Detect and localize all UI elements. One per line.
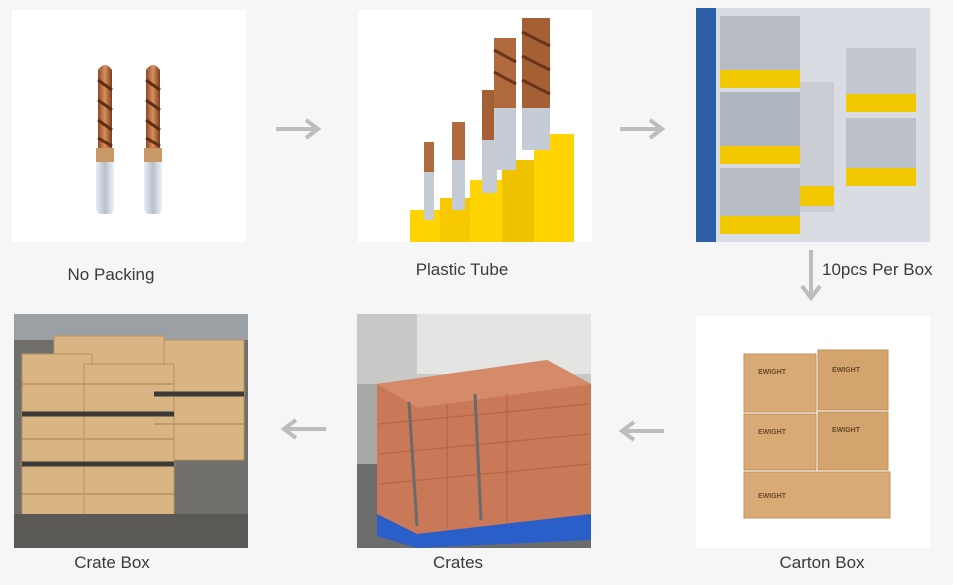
arrow-right-icon [276, 118, 326, 140]
arrow-right-icon [620, 118, 670, 140]
stacked-carton-boxes: EWIGHT EWIGHT EWIGHT EWIGHT EWIGHT [696, 316, 930, 548]
bits-in-yellow-tubes [358, 10, 592, 242]
step-label-carton-box: Carton Box [779, 553, 865, 572]
step-label-crate-box: Crate Box [74, 553, 150, 572]
carton-brand-text: EWIGHT [758, 429, 787, 436]
carton-brand-text: EWIGHT [832, 367, 861, 374]
carton-brand-text: EWIGHT [758, 369, 787, 376]
crate-box-image [14, 314, 248, 548]
end-mill-drill-bits [12, 10, 246, 242]
step-label-no-packing: No Packing [67, 265, 155, 284]
no-packing-image [12, 10, 246, 242]
arrow-down-icon [800, 250, 822, 306]
plastic-tube-image [358, 10, 592, 242]
carton-brand-text: EWIGHT [758, 493, 787, 500]
step-label-plastic-tube: Plastic Tube [415, 260, 509, 279]
carton-brand-text: EWIGHT [832, 427, 861, 434]
carton-box-image: EWIGHT EWIGHT EWIGHT EWIGHT EWIGHT [696, 316, 930, 548]
stacked-tube-boxes [696, 8, 930, 242]
crates-pallet-image [357, 314, 591, 548]
step-label-crates: Crates [432, 553, 484, 572]
step-label-per-box: 10pcs Per Box [822, 260, 933, 279]
arrow-left-icon [276, 418, 326, 440]
wooden-crates [14, 314, 248, 548]
arrow-left-icon [614, 420, 664, 442]
wrapped-pallet [357, 314, 591, 548]
boxed-tubes-image [696, 8, 930, 242]
